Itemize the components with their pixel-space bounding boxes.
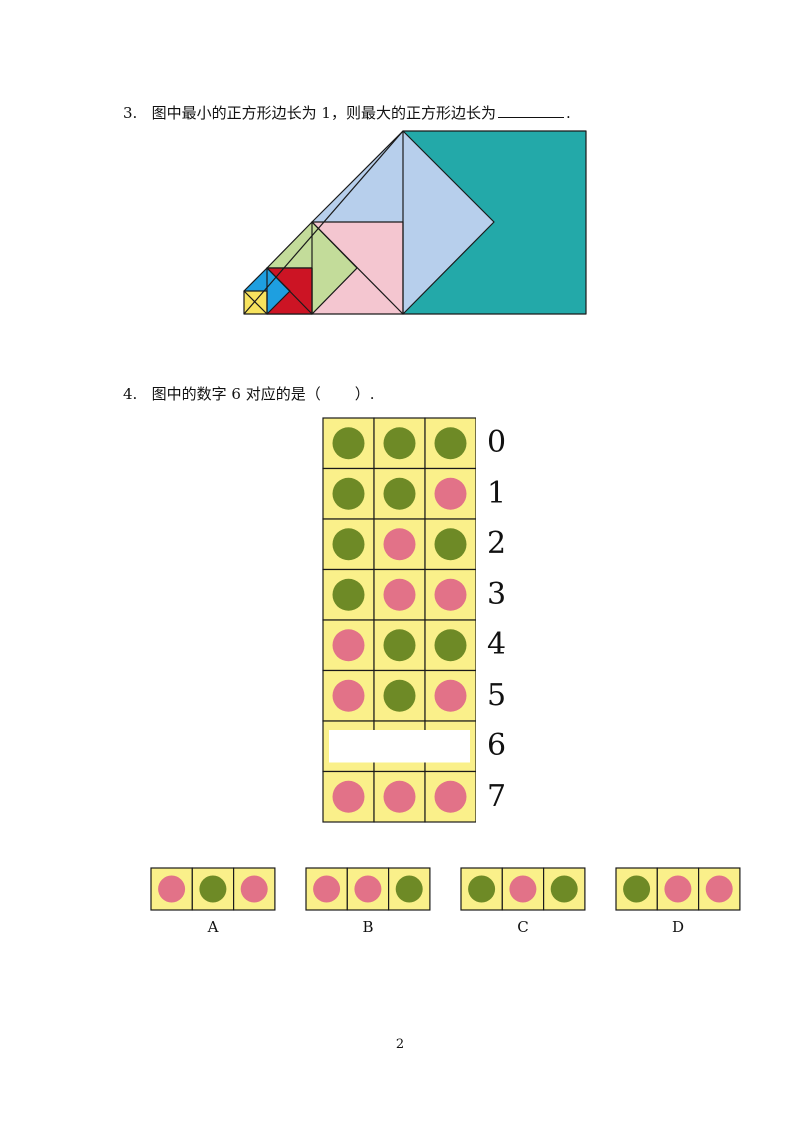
dot-code-grid	[322, 417, 476, 823]
pink-dot	[664, 875, 692, 903]
pink-dot	[383, 528, 416, 561]
question-4-prompt: 图中的数字 6 对应的是（	[151, 385, 321, 403]
green-dot	[332, 427, 365, 460]
green-dot	[434, 427, 467, 460]
option-cell	[150, 867, 193, 911]
option-c-strip[interactable]	[460, 867, 586, 911]
green-dot	[623, 875, 651, 903]
green-dot	[468, 875, 496, 903]
question-4-text: 4. 图中的数字 6 对应的是（ ）.	[123, 384, 375, 404]
green-dot	[332, 578, 365, 611]
green-dot	[383, 477, 416, 510]
question-4-end: ）.	[354, 385, 375, 403]
row-label: 6	[487, 728, 507, 763]
grid-cell	[322, 467, 375, 520]
option-b-label[interactable]: B	[362, 918, 374, 936]
pink-dot	[332, 679, 365, 712]
pink-dot	[158, 875, 186, 903]
pink-dot	[313, 875, 341, 903]
row-label: 4	[487, 627, 507, 662]
answer-blank[interactable]	[497, 103, 564, 118]
diagonal-line	[311, 221, 404, 315]
green-dot	[550, 875, 578, 903]
diagonal-line	[266, 267, 313, 315]
diagonal-line	[243, 290, 268, 315]
row-label: 5	[487, 677, 507, 713]
row-label: 0	[487, 425, 507, 460]
option-c-label[interactable]: C	[517, 918, 529, 936]
green-dot	[332, 477, 365, 510]
pink-dot	[705, 875, 733, 903]
row-label: 2	[487, 526, 507, 561]
row-label: 3	[487, 576, 507, 612]
question-3-number: 3.	[123, 104, 138, 122]
hidden-row-blank	[329, 730, 470, 763]
question-4-number: 4.	[123, 385, 138, 403]
option-b-strip[interactable]	[305, 867, 431, 911]
green-dot	[434, 629, 467, 662]
pink-dot	[383, 578, 416, 611]
green-dot	[383, 679, 416, 712]
pink-dot	[383, 780, 416, 813]
green-dot	[434, 528, 467, 561]
question-3-text: 3. 图中最小的正方形边长为 1，则最大的正方形边长为.	[123, 103, 571, 123]
pink-dot	[434, 679, 467, 712]
pink-dot	[332, 629, 365, 662]
row-label: 7	[487, 778, 507, 814]
pink-dot	[434, 780, 467, 813]
green-dot	[332, 528, 365, 561]
pink-dot	[509, 875, 537, 903]
option-a-label[interactable]: A	[207, 918, 219, 936]
diagonal-line	[243, 130, 404, 315]
pink-dot	[354, 875, 382, 903]
page-number: 2	[395, 1037, 405, 1052]
pink-dot	[434, 578, 467, 611]
green-dot	[383, 629, 416, 662]
green-dot	[383, 427, 416, 460]
question-3-prompt: 图中最小的正方形边长为 1，则最大的正方形边长为	[151, 104, 496, 122]
option-d-strip[interactable]	[615, 867, 741, 911]
option-a-strip[interactable]	[150, 867, 276, 911]
grid-cell	[322, 770, 375, 823]
green-dot	[199, 875, 227, 903]
green-dot	[395, 875, 423, 903]
pink-dot	[240, 875, 268, 903]
pink-dot	[332, 780, 365, 813]
option-d-label[interactable]: D	[671, 918, 685, 936]
row-label: 1	[487, 475, 507, 511]
question-3-end: .	[565, 104, 571, 122]
grid-cell	[424, 770, 476, 823]
pink-dot	[434, 477, 467, 510]
